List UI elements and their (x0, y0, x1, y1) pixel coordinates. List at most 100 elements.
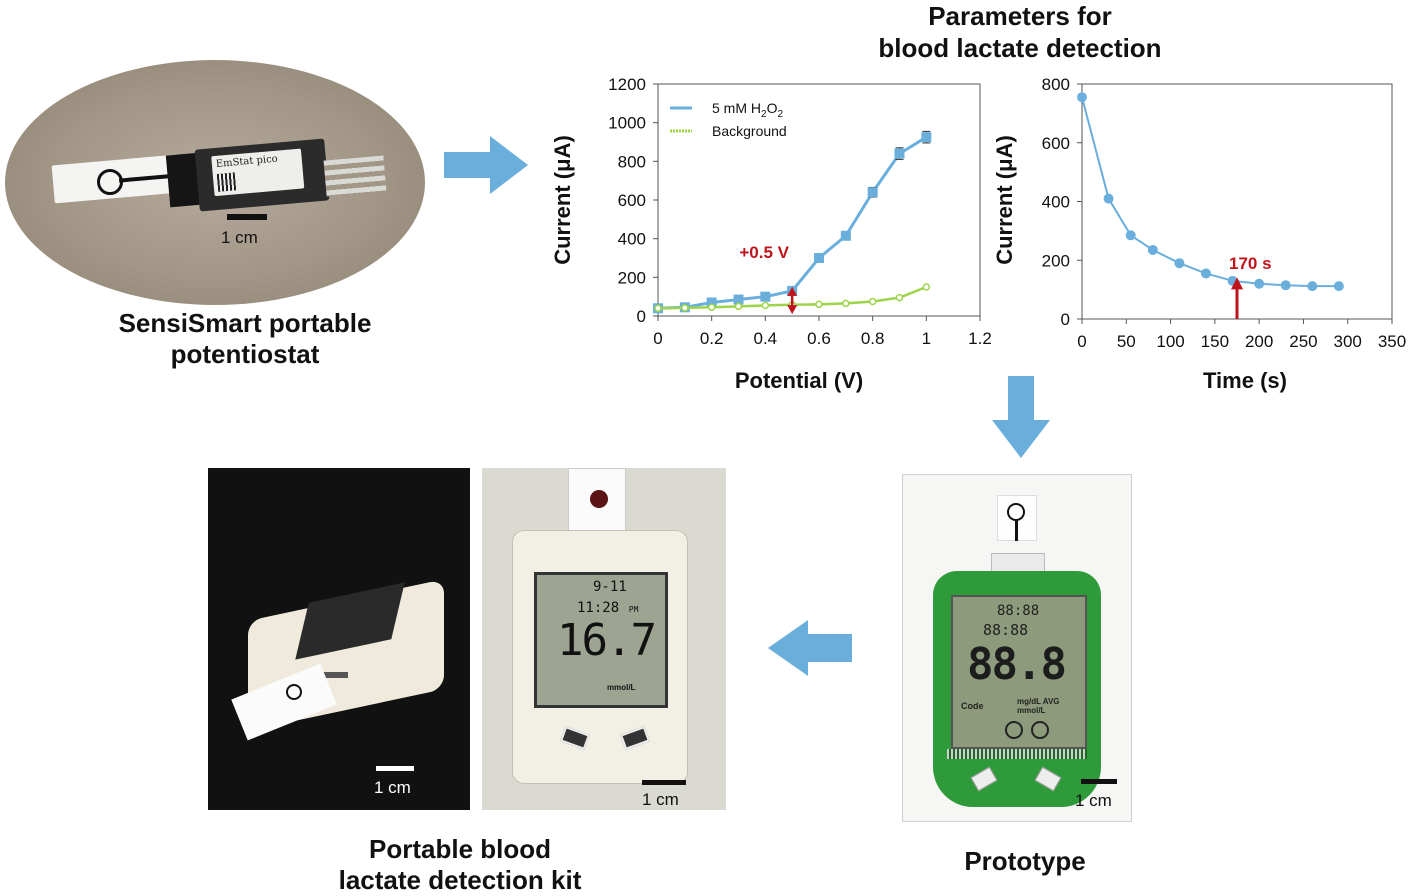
prototype-button-right (1034, 766, 1062, 792)
kit-photo-right: 9-11 11:28 PM 16.7 mmol/L 1 cm (482, 468, 726, 810)
chart-time-series-0-line (1081, 96, 1339, 288)
chart-potential-series-1-point (734, 302, 743, 311)
figure-title-line1: Parameters for (928, 1, 1112, 31)
chart-time-series-0-point (1174, 258, 1185, 269)
meter-sample-dot (590, 490, 608, 508)
chart-potential-xtick-label: 1.2 (968, 329, 992, 348)
chart-time-series-0-point (1254, 278, 1265, 289)
chart-time-xtick-label: 250 (1289, 332, 1317, 351)
kit-strip-electrode-icon (286, 684, 302, 700)
kit-label-line2: lactate detection kit (338, 865, 582, 895)
chart-potential-series-1-point (922, 283, 931, 291)
figure-title: Parameters for blood lactate detection (820, 0, 1220, 64)
prototype-button-left (970, 766, 998, 792)
prototype-lcd-units: mg/dL AVG mmol/L (1017, 697, 1060, 715)
chart-potential-series-1-point (842, 299, 850, 308)
potentiostat-photo: EmStat pico 1 cm (5, 60, 425, 305)
arrowhead-up-icon (787, 286, 798, 296)
potentiostat-label: SensiSmart portable potentiostat (80, 308, 410, 370)
arrow-right-icon (444, 136, 528, 194)
potentiostat-label-line1: SensiSmart portable (118, 308, 372, 338)
prototype-lcd-big: 88.8 (967, 639, 1067, 690)
meter-lcd-unit: mmol/L (607, 683, 636, 692)
chart-potential-ytick-label: 0 (637, 307, 646, 326)
chart-potential-ytick-label: 800 (618, 152, 646, 171)
meter-lcd-date: 9-11 (593, 579, 627, 595)
kit-scale-bar-right (642, 780, 686, 785)
chart-time-ytick-label: 800 (1042, 75, 1070, 94)
kit-scale-bar-left (376, 766, 414, 771)
legend-h2o2-label: 5 mM H2O2 (712, 100, 783, 120)
chart-potential-series-0-point (921, 132, 932, 143)
chart-time-xtick-label: 300 (1334, 332, 1362, 351)
prototype-lcd: 88:88 88:88 88.8 Code mg/dL AVG mmol/L (951, 595, 1087, 749)
arrowhead-down-icon (787, 305, 798, 315)
legend-background-label: Background (712, 123, 787, 139)
prototype-scale-label: 1 cm (1075, 791, 1112, 810)
potentiostat-board: EmStat pico (194, 138, 330, 212)
chart-potential-series-1-point (707, 303, 716, 312)
meter-lcd: 9-11 11:28 PM 16.7 mmol/L (534, 572, 668, 708)
arrow-down-icon (992, 376, 1050, 458)
kit-label-line1: Portable blood (369, 834, 551, 864)
chart-time-ytick-label: 400 (1042, 193, 1070, 212)
prototype-photo: 88:88 88:88 88.8 Code mg/dL AVG mmol/L 1… (902, 474, 1132, 822)
chart-potential-legend: 5 mM H2O2 Background (670, 100, 787, 139)
chart-potential-ytick-label: 200 (618, 268, 646, 287)
kit-label: Portable blood lactate detection kit (280, 834, 640, 896)
prototype-lcd-top: 88:88 (997, 603, 1040, 619)
chart-time-ylabel: Current (μA) (992, 135, 1017, 265)
chart-potential-ylabel: Current (μA) (550, 135, 575, 265)
chart-potential-series-1-point (895, 293, 904, 302)
chart-potential-series-0-point (840, 230, 851, 241)
arrowhead-up-icon (1231, 277, 1243, 290)
chart-potential-xtick-label: 0.8 (861, 329, 885, 348)
meter-lcd-time: 11:28 (577, 600, 620, 616)
kit-scale-label-left: 1 cm (374, 778, 411, 797)
chart-time-ytick-label: 600 (1042, 134, 1070, 153)
chart-potential-series-1-point (681, 304, 689, 312)
chart-potential-xtick-label: 1 (922, 329, 931, 348)
chart-potential-series-0-point (706, 297, 717, 308)
prototype-lcd-code: Code (961, 701, 984, 711)
chart-potential-annotation: +0.5 V (739, 243, 789, 262)
chart-potential-series-1-point (761, 301, 770, 310)
chart-time-ytick-label: 200 (1042, 251, 1070, 270)
frown-icon (1031, 721, 1049, 739)
chart-time-series-0-point (1201, 268, 1211, 279)
chart-potential-ytick-label: 1200 (608, 75, 646, 94)
kit-case-slot (304, 672, 348, 678)
chart-time-xtick-label: 150 (1201, 332, 1229, 351)
chart-time-xtick-label: 350 (1378, 332, 1406, 351)
scale-bar (227, 214, 267, 220)
scale-label: 1 cm (221, 228, 258, 247)
chart-potential-xtick-label: 0.2 (700, 329, 724, 348)
arrow-left-icon (768, 620, 852, 676)
board-label: EmStat pico (215, 153, 279, 170)
chart-time-xtick-label: 200 (1245, 332, 1273, 351)
chart-potential-series-0-point (733, 294, 744, 305)
prototype-scale-bar (1081, 779, 1117, 784)
potentiostat-label-line2: potentiostat (170, 339, 320, 369)
chart-potential-ytick-label: 1000 (608, 114, 646, 133)
smile-icon (1005, 721, 1023, 739)
chart-potential-series-1-point (815, 300, 823, 309)
chart-potential-xtick-label: 0.6 (807, 329, 831, 348)
chart-potential-xtick-label: 0.4 (754, 329, 778, 348)
chart-time-xlabel: Time (s) (1203, 368, 1287, 393)
prototype-pin-row (947, 749, 1087, 759)
chart-time-xtick-label: 0 (1077, 332, 1086, 351)
kit-photo-left: 1 cm (208, 468, 470, 810)
chart-time-ytick-label: 0 (1061, 310, 1070, 329)
prototype-label: Prototype (964, 846, 1086, 876)
chart-time-series-0-point (1125, 230, 1136, 241)
chart-potential-series-0-point (814, 253, 824, 263)
figure-title-line2: blood lactate detection (878, 33, 1162, 63)
chart-time-series-0-point (1147, 244, 1158, 255)
chart-potential-series-1-point (654, 304, 662, 313)
chart-time-series-0-point (1103, 193, 1114, 204)
chart-time-annotation: 170 s (1229, 254, 1272, 273)
board-pins (323, 155, 387, 197)
